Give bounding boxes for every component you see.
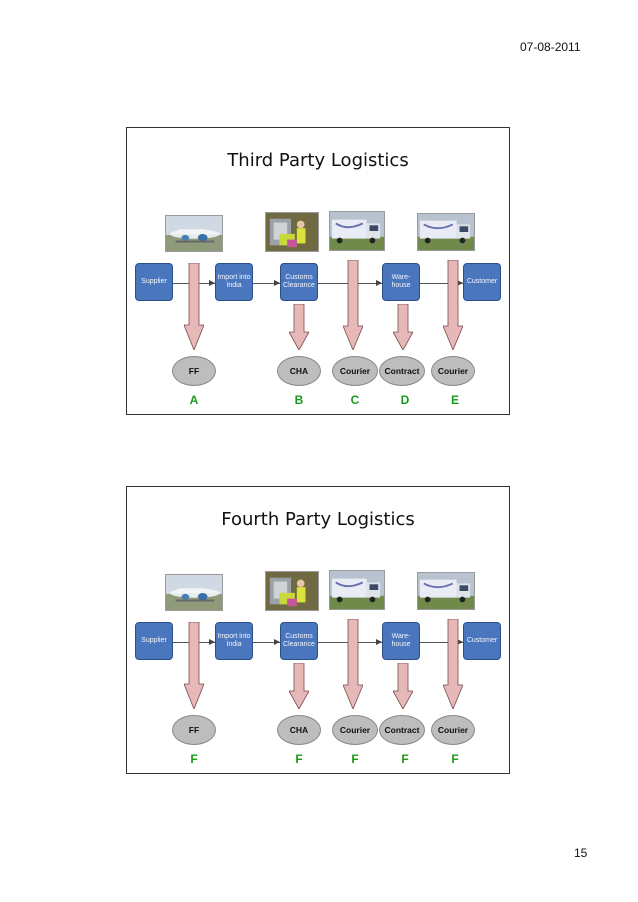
contract-oval: Contract [379, 356, 425, 386]
truck-photo-icon [417, 213, 475, 251]
down-arrow [184, 622, 204, 709]
letter-label: B [294, 393, 304, 407]
letter-label: F [401, 752, 409, 766]
flow-arrowhead [376, 280, 382, 286]
ff-oval: FF [172, 356, 216, 386]
flow-arrowhead [209, 639, 215, 645]
letter-label: E [450, 393, 459, 407]
courier-oval: Courier [431, 356, 475, 386]
warehouse-box: Ware- house [382, 263, 420, 301]
airplane-photo-icon [165, 215, 223, 252]
slide-title: Third Party Logistics [227, 150, 409, 171]
import-box: Import into India [215, 622, 253, 660]
flow-arrowhead [274, 280, 280, 286]
down-arrow [343, 260, 363, 350]
supplier-box: Supplier [135, 263, 173, 301]
ff-oval: FF [172, 715, 216, 745]
down-arrow [184, 263, 204, 350]
supplier-box: Supplier [135, 622, 173, 660]
contract-oval: Contract [379, 715, 425, 745]
letter-label: D [400, 393, 410, 407]
letter-label: A [189, 393, 199, 407]
page-date: 07-08-2011 [520, 40, 581, 54]
airplane-photo-icon [165, 574, 223, 611]
letter-label: F [190, 752, 198, 766]
warehouse-box: Ware- house [382, 622, 420, 660]
letter-label: C [350, 393, 360, 407]
down-arrow [443, 619, 463, 709]
down-arrow [393, 663, 413, 709]
customer-box: Customer [463, 263, 501, 301]
page-number: 15 [574, 846, 588, 860]
down-arrow [343, 619, 363, 709]
courier-oval: Courier [431, 715, 475, 745]
flow-line [171, 642, 465, 643]
import-box: Import into India [215, 263, 253, 301]
truck-photo-icon [329, 570, 385, 610]
truck-photo-icon [417, 572, 475, 610]
customer-box: Customer [463, 622, 501, 660]
customs-box: Customs Clearance [280, 622, 318, 660]
letter-label: F [351, 752, 359, 766]
slide-third-party-logistics: Third Party Logistics [126, 127, 510, 415]
letter-label: F [295, 752, 303, 766]
flow-line [171, 283, 465, 284]
cha-oval: CHA [277, 356, 321, 386]
cha-oval: CHA [277, 715, 321, 745]
flow-arrowhead [376, 639, 382, 645]
flow-arrowhead [209, 280, 215, 286]
courier-oval: Courier [332, 715, 378, 745]
customs-inspection-photo-icon [265, 212, 319, 252]
truck-photo-icon [329, 211, 385, 251]
letter-label: F [451, 752, 459, 766]
customs-inspection-photo-icon [265, 571, 319, 611]
down-arrow [393, 304, 413, 350]
down-arrow [289, 663, 309, 709]
down-arrow [443, 260, 463, 350]
courier-oval: Courier [332, 356, 378, 386]
customs-box: Customs Clearance [280, 263, 318, 301]
flow-arrowhead [274, 639, 280, 645]
flow-arrowhead [457, 280, 463, 286]
slide-title: Fourth Party Logistics [221, 509, 415, 530]
flow-arrowhead [457, 639, 463, 645]
slide-fourth-party-logistics: Fourth Party Logistics [126, 486, 510, 774]
down-arrow [289, 304, 309, 350]
